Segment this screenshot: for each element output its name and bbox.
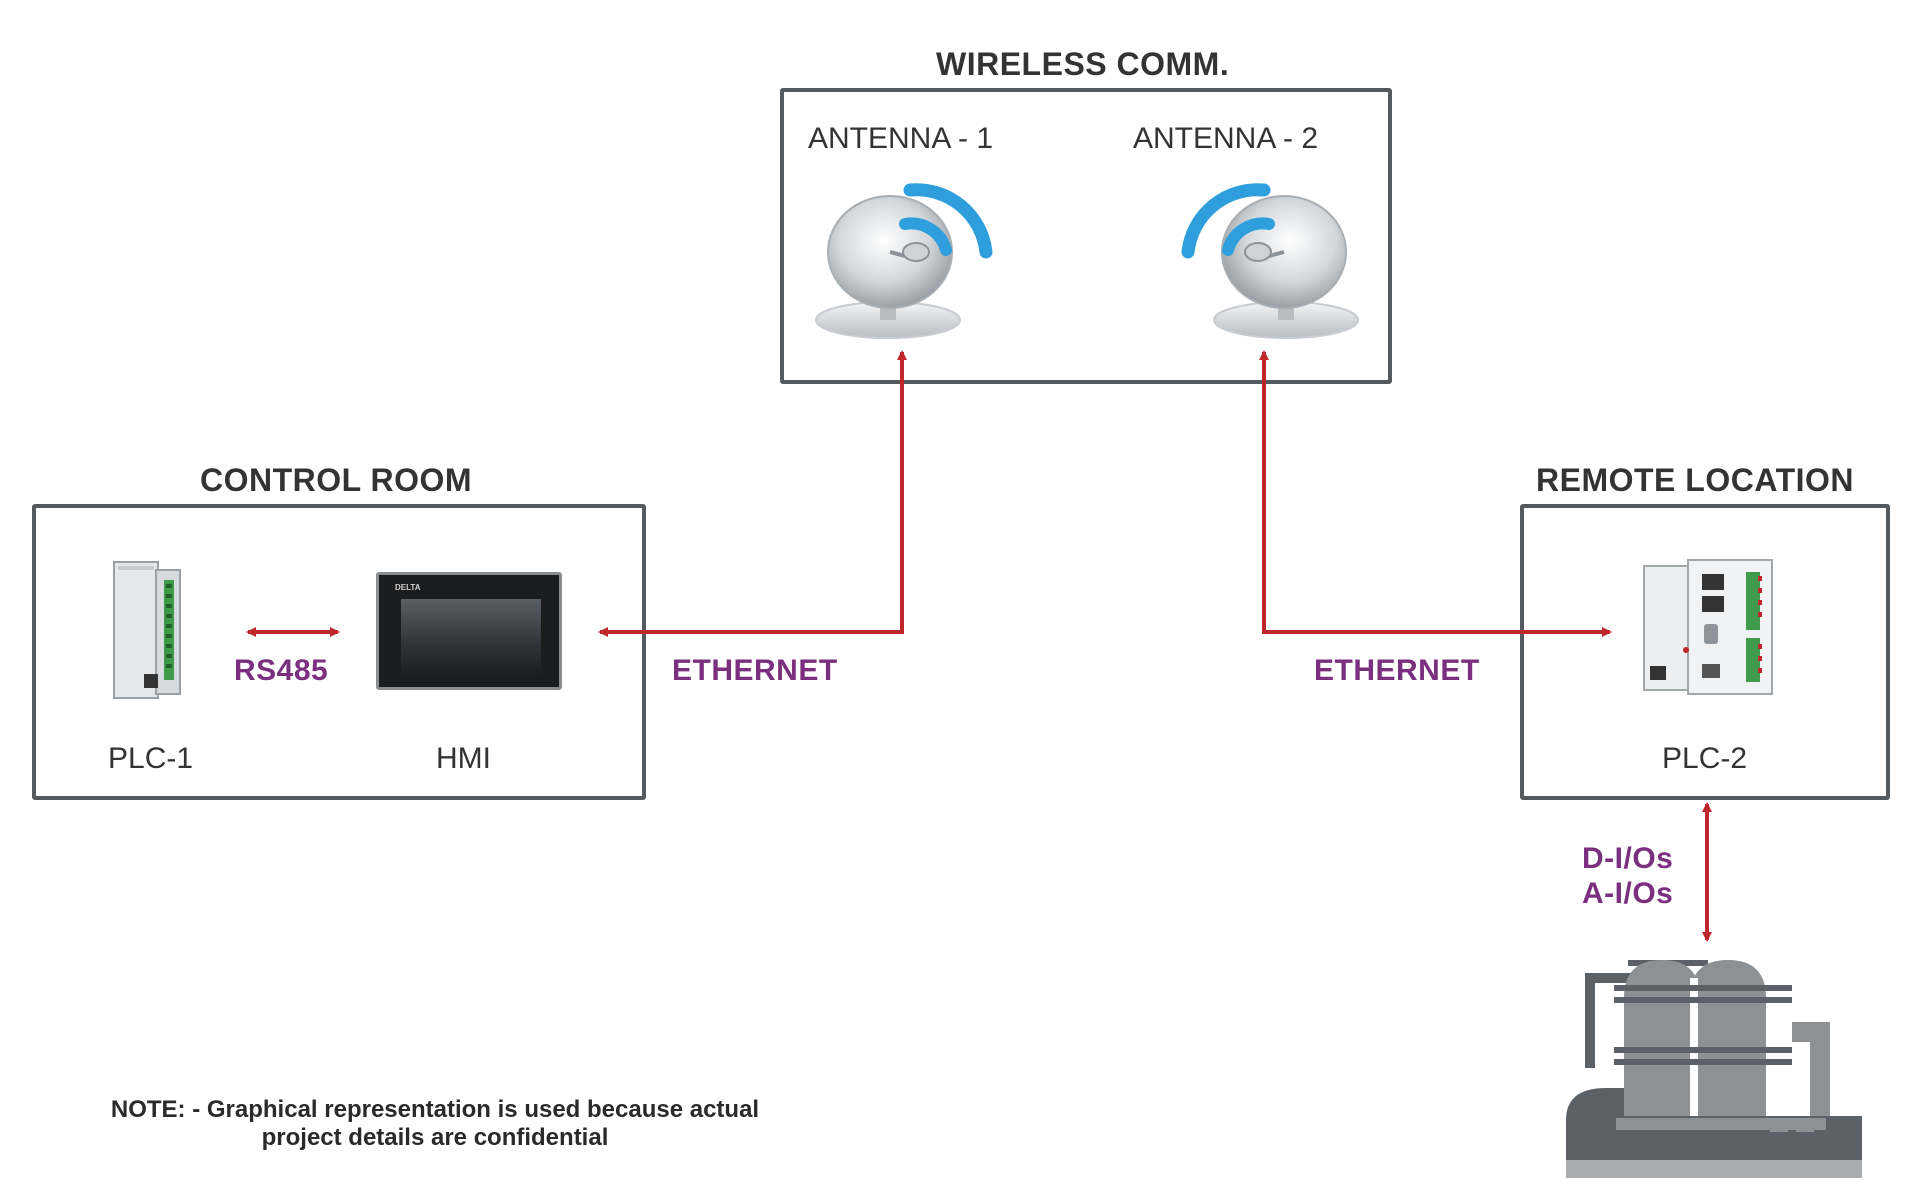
plc-2-label: PLC-2 xyxy=(1662,742,1748,775)
wireless-comm-title: WIRELESS COMM. xyxy=(936,46,1230,82)
analog-io-label: A-I/Os xyxy=(1582,877,1674,910)
note-line-1: NOTE: - Graphical representation is used… xyxy=(110,1096,760,1123)
plc-2-device-icon xyxy=(1643,559,1773,695)
ethernet-right-label: ETHERNET xyxy=(1314,654,1480,687)
control-room-title: CONTROL ROOM xyxy=(200,462,473,498)
plc-1-label: PLC-1 xyxy=(108,742,194,775)
antenna-2-dish-icon xyxy=(1181,183,1359,339)
note-line-2: project details are confidential xyxy=(261,1124,609,1151)
rs485-label: RS485 xyxy=(234,654,329,687)
ethernet-left-label: ETHERNET xyxy=(672,654,838,687)
hmi-label: HMI xyxy=(436,742,491,775)
antenna-2-label: ANTENNA - 2 xyxy=(1133,122,1319,155)
confidentiality-note: NOTE: - Graphical representation is used… xyxy=(60,1096,810,1152)
hmi-screen xyxy=(401,599,541,679)
hmi-brand-text: DELTA xyxy=(395,583,421,592)
plc-1-device-icon xyxy=(113,561,181,699)
antenna-1-label: ANTENNA - 1 xyxy=(808,122,994,155)
ethernet-left-arrow xyxy=(598,350,907,637)
process-plant-icon xyxy=(1566,960,1862,1178)
ethernet-right-arrow xyxy=(1259,350,1612,637)
hmi-device: DELTA xyxy=(376,572,562,690)
digital-io-label: D-I/Os xyxy=(1582,842,1674,875)
antenna-1-dish-icon xyxy=(815,183,993,339)
